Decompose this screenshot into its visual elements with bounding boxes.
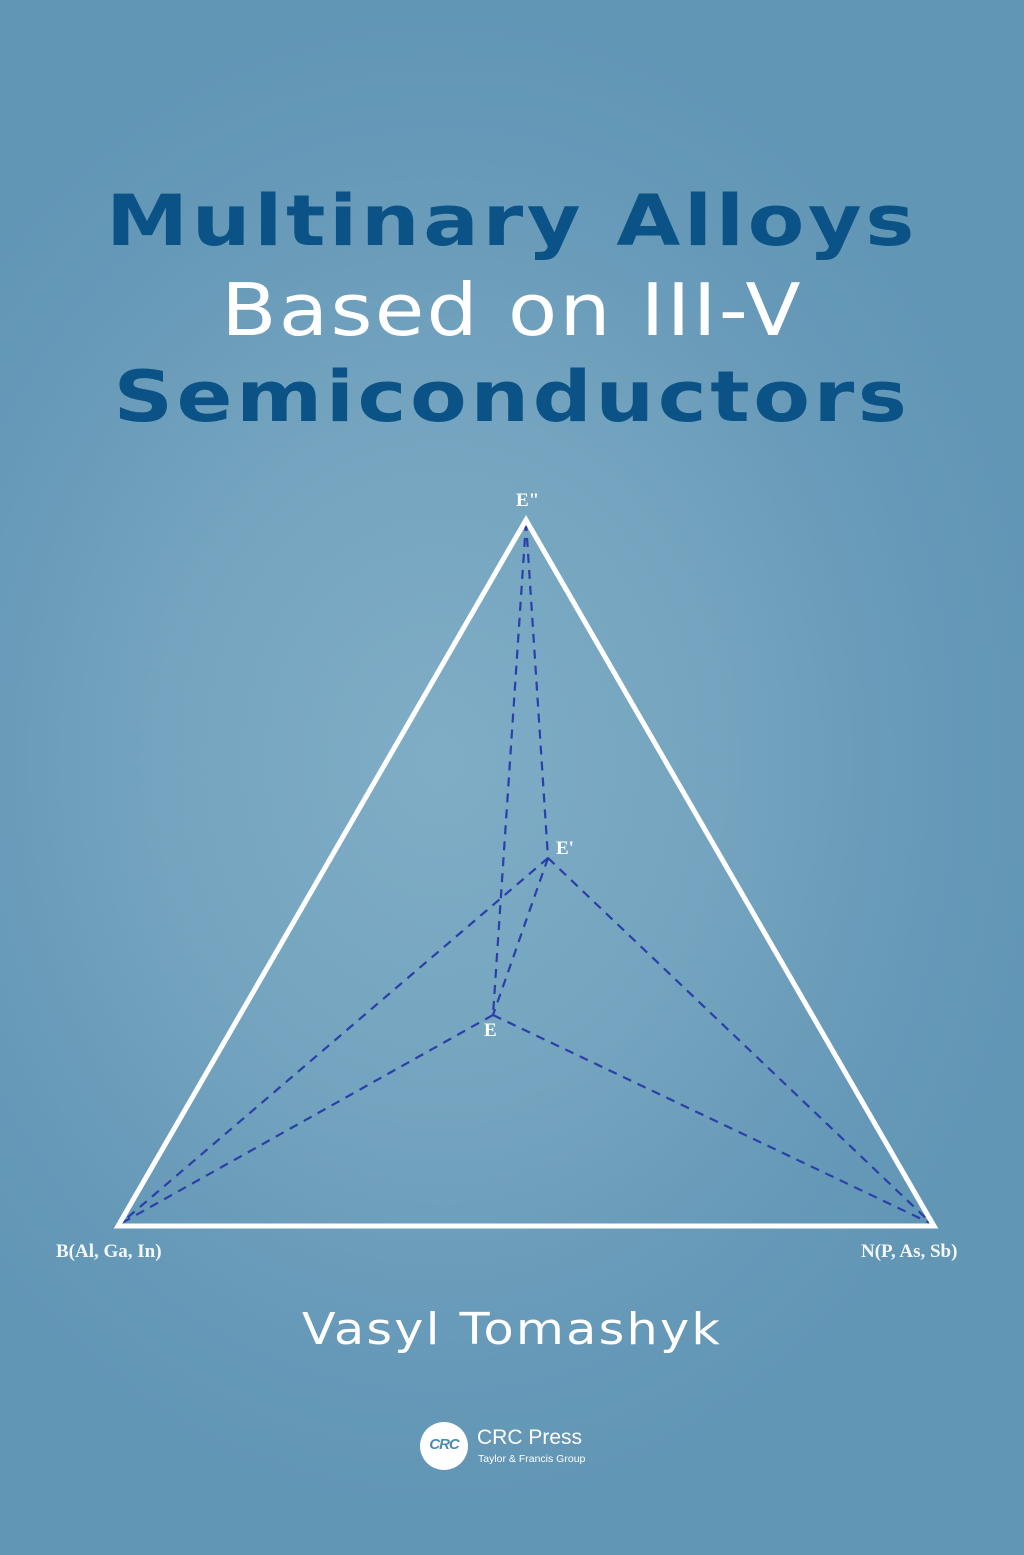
crc-logo-text: CRC [429,1436,460,1453]
publisher-logo-block: CRC CRC Press Taylor & Francis Group [420,1422,640,1472]
vertex-label-e: E [484,1020,497,1041]
dashed-line-eprime-right [547,857,933,1225]
dashed-line-e-right [492,1014,933,1225]
author-name: Vasyl Tomashyk [301,1304,723,1355]
publisher-name: CRC Press [477,1426,583,1449]
vertex-label-e-double-prime: E" [516,490,540,511]
dashed-line-eprime-left [119,857,549,1225]
corner-label-left: B(Al, Ga, In) [56,1241,162,1262]
publisher-subtitle: Taylor & Francis Group [478,1453,586,1465]
vertex-label-e-prime: E' [556,838,574,859]
dashed-line-apex-e [491,521,528,1016]
corner-label-right: N(P, As, Sb) [861,1241,958,1262]
title-line-3: Semiconductors [113,356,911,438]
crc-circle-logo-icon: CRC [420,1422,468,1470]
dashed-tie-lines [119,521,933,1225]
triangle-outline [113,515,939,1229]
title-line-2: Based on III-V [221,268,803,352]
book-title: Multinary Alloys Based on III-V Semicond… [0,186,1024,432]
title-line-1: Multinary Alloys [106,180,918,262]
dashed-line-eprime-e [491,857,550,1016]
dashed-line-e-left [119,1014,494,1225]
dashed-line-apex-eprime [524,521,550,859]
